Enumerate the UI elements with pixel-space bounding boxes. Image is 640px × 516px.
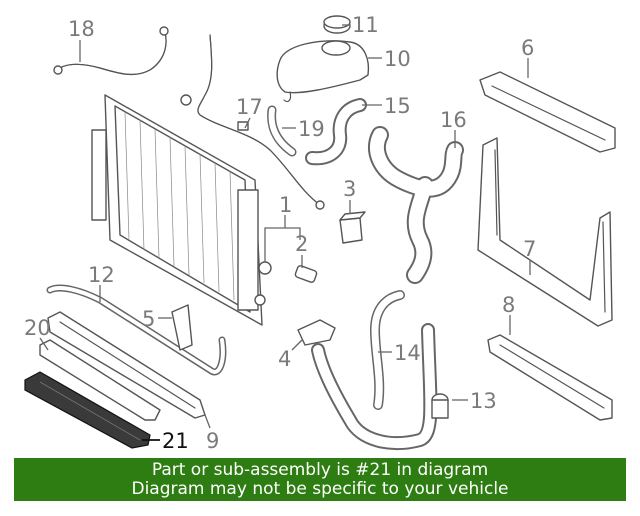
part-14-hose xyxy=(311,290,438,450)
banner-line-2: Diagram may not be specific to your vehi… xyxy=(131,478,509,499)
callout-6: 6 xyxy=(521,36,534,60)
callout-7: 7 xyxy=(523,237,536,261)
part-6-panel xyxy=(479,71,616,153)
part-7-frame xyxy=(477,137,613,327)
callout-4: 4 xyxy=(278,347,291,371)
callout-1: 1 xyxy=(279,193,292,217)
banner-line-1: Part or sub-assembly is #21 in diagram xyxy=(151,459,489,480)
callout-20: 20 xyxy=(24,316,51,340)
part-16-hose xyxy=(367,126,464,284)
callout-9: 9 xyxy=(206,429,219,453)
part-19-hose xyxy=(267,105,297,157)
part-3-block xyxy=(339,211,366,244)
callout-2: 2 xyxy=(295,232,308,256)
part-5-bracket xyxy=(171,304,193,351)
callout-19: 19 xyxy=(298,117,325,141)
callout-5: 5 xyxy=(142,307,155,331)
callout-12: 12 xyxy=(88,263,115,287)
part-20-seal xyxy=(39,339,161,421)
callout-13: 13 xyxy=(470,389,497,413)
part-4-bracket xyxy=(297,319,336,346)
part-15-hose xyxy=(305,98,367,166)
part-17-line xyxy=(180,34,325,210)
callout-11: 11 xyxy=(352,13,379,37)
callout-18: 18 xyxy=(68,17,95,41)
callout-numbers: 18 11 10 6 17 15 19 16 3 1 2 7 12 5 8 20… xyxy=(24,13,536,453)
part-21-deflector xyxy=(24,371,151,449)
callout-3: 3 xyxy=(343,177,356,201)
part-12-rail xyxy=(46,284,227,376)
info-banner: Part or sub-assembly is #21 in diagram D… xyxy=(14,458,626,501)
callout-17: 17 xyxy=(236,95,263,119)
callout-10: 10 xyxy=(384,47,411,71)
part-13-connector xyxy=(431,393,449,419)
callout-14: 14 xyxy=(394,341,421,365)
part-18-hose xyxy=(53,26,169,76)
part-8-cover xyxy=(487,334,613,421)
part-2-sensor xyxy=(294,265,318,283)
radiator xyxy=(91,94,272,326)
callout-16: 16 xyxy=(440,108,467,132)
callout-8: 8 xyxy=(502,293,515,317)
callout-15: 15 xyxy=(384,94,411,118)
callout-21-highlighted: 21 xyxy=(162,429,189,453)
part-10-tank xyxy=(276,40,370,103)
leader-lines xyxy=(39,24,531,441)
